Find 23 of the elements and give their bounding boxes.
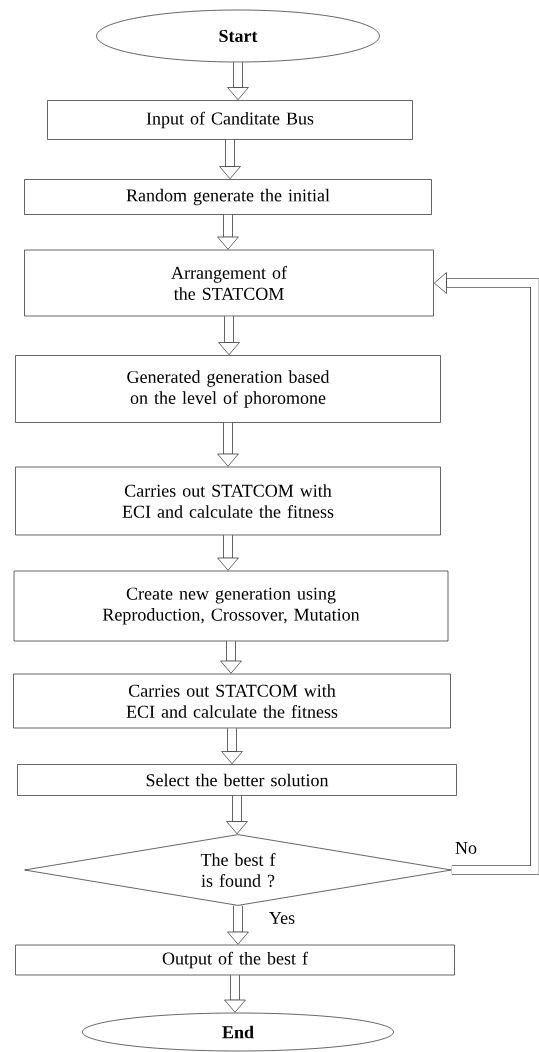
block-arrow (226, 795, 248, 835)
block-arrow (217, 535, 239, 571)
block-arrow (217, 214, 239, 250)
process-box: Random generate the initial (24, 179, 432, 215)
block-arrow (217, 422, 239, 467)
edge-label: No (454, 841, 478, 855)
block-arrow (220, 641, 242, 674)
process-box: Generated generation based on the level of phoromone (15, 355, 441, 423)
process-box: Create new generation using Reproduction, Crossover, Mutation (13, 570, 449, 642)
process-box: Output of the best f (15, 944, 455, 976)
block-arrow (221, 728, 243, 765)
process-box: Select the better solution (17, 764, 457, 796)
block-arrow (227, 62, 249, 101)
process-box: Carries out STATCOM with ECI and calculate the fitness (15, 466, 441, 536)
block-arrow (218, 316, 240, 356)
edge-label: Yes (267, 911, 297, 925)
block-arrow (224, 975, 246, 1013)
process-box: Carries out STATCOM with ECI and calculate the fitness (13, 673, 451, 729)
process-box: Input of Canditate Bus (47, 100, 413, 140)
block-arrow (219, 139, 241, 180)
block-arrow (433, 272, 539, 875)
process-box: Arrangement of the STATCOM (24, 249, 434, 317)
block-arrow (227, 905, 249, 945)
